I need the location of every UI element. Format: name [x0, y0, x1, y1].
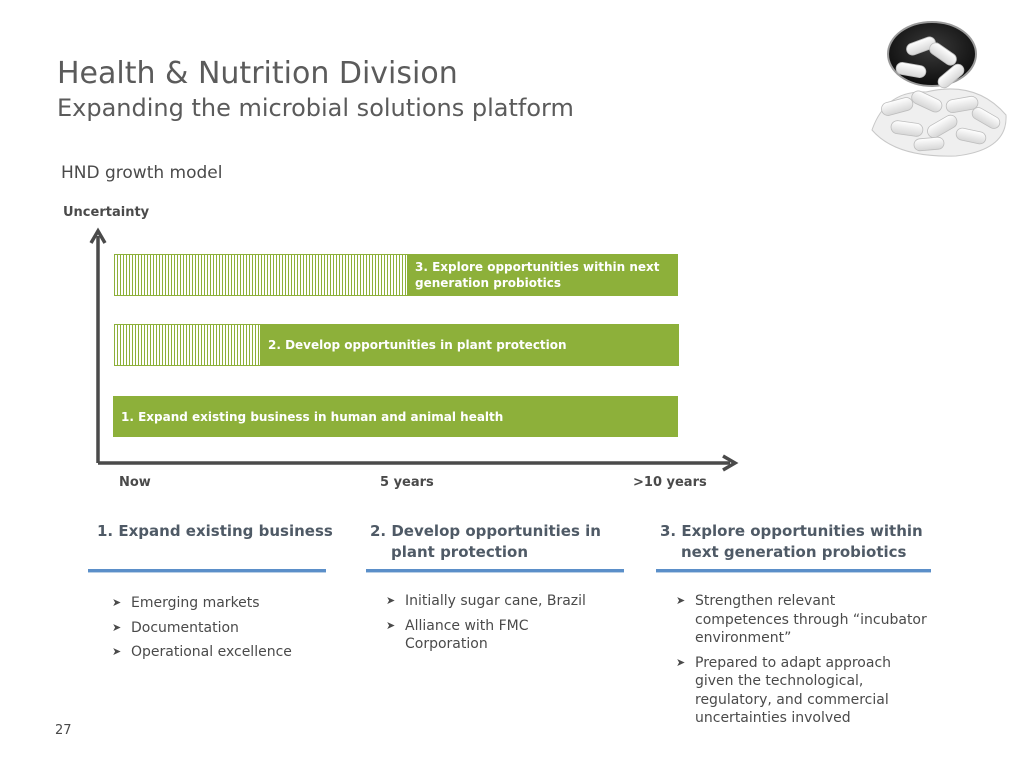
page-number: 27: [55, 723, 72, 738]
arrow-bullet-icon: ➤: [386, 618, 396, 632]
bullet-item: ➤Emerging markets: [112, 595, 260, 611]
column-heading-1: 1. Expand existing business: [97, 522, 333, 540]
column-heading-2: 2. Develop opportunities in plant protec…: [370, 522, 601, 561]
column-rule-1: [88, 569, 326, 573]
x-tick-10-years: >10 years: [633, 475, 707, 490]
bullet-item: ➤Initially sugar cane, Brazil: [386, 593, 586, 609]
bar-hatch: [114, 254, 407, 296]
bullet-item: ➤Strengthen relevant competences through…: [676, 593, 927, 646]
column-rule-3: [656, 569, 931, 573]
section-label: HND growth model: [61, 163, 223, 183]
bar-label: 3. Explore opportunities within next gen…: [407, 254, 678, 296]
arrow-bullet-icon: ➤: [112, 620, 122, 634]
bullet-item: ➤Documentation: [112, 619, 239, 636]
column-bullets-1: ➤Emerging markets ➤Documentation ➤Operat…: [112, 594, 322, 668]
bullet-item: ➤Prepared to adapt approach given the te…: [676, 654, 892, 727]
bar-plant-protection: 2. Develop opportunities in plant protec…: [114, 324, 679, 366]
y-axis-label: Uncertainty: [63, 205, 150, 220]
bar-label: 1. Expand existing business in human and…: [113, 396, 678, 437]
arrow-bullet-icon: ➤: [386, 594, 396, 607]
slide-title: Health & Nutrition Division: [57, 56, 458, 91]
bar-hatch: [114, 324, 260, 366]
column-bullets-2: ➤Initially sugar cane, Brazil ➤Alliance …: [386, 592, 606, 660]
x-tick-5-years: 5 years: [380, 475, 434, 490]
arrow-bullet-icon: ➤: [676, 655, 686, 669]
column-heading-3: 3. Explore opportunities within next gen…: [660, 522, 923, 561]
x-tick-now: Now: [119, 475, 151, 490]
slide-subtitle: Expanding the microbial solutions platfo…: [57, 94, 574, 122]
capsules-image: [871, 21, 1007, 157]
column-bullets-3: ➤Strengthen relevant competences through…: [676, 592, 931, 734]
arrow-bullet-icon: ➤: [112, 645, 122, 658]
bullet-item: ➤Operational excellence: [112, 644, 292, 660]
column-rule-2: [366, 569, 624, 573]
bar-existing-business: 1. Expand existing business in human and…: [113, 396, 678, 437]
bullet-item: ➤Alliance with FMC Corporation: [386, 617, 529, 653]
arrow-bullet-icon: ➤: [676, 594, 686, 607]
bar-label: 2. Develop opportunities in plant protec…: [260, 324, 679, 366]
arrow-bullet-icon: ➤: [112, 596, 122, 609]
bar-probiotics: 3. Explore opportunities within next gen…: [114, 254, 678, 296]
